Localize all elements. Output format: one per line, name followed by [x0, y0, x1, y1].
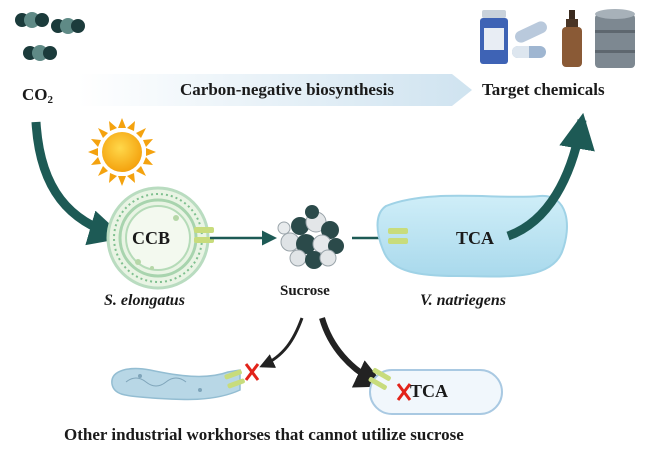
tca-to-target-arrow	[506, 112, 595, 241]
co2-label: CO2	[22, 85, 53, 106]
oil-barrel-icon	[595, 9, 635, 68]
footer-caption: Other industrial workhorses that cannot …	[64, 425, 464, 444]
v-natriegens-label: V. natriegens	[420, 292, 506, 309]
filamentous-cell	[111, 367, 241, 401]
blocked-x-icon	[244, 363, 260, 381]
transporter-icon	[388, 228, 408, 244]
banner-arrow	[78, 74, 472, 106]
blocked-tca-label: TCA	[410, 381, 449, 401]
transporter-icon	[368, 368, 391, 390]
s-elongatus-label: S. elongatus	[104, 292, 185, 309]
dropper-bottle-icon	[562, 10, 582, 67]
rod-cell	[369, 369, 503, 415]
ccb-label: CCB	[132, 228, 171, 248]
blocked-x-icon	[396, 383, 412, 401]
sucrose-label: Sucrose	[280, 283, 330, 299]
sucrose-to-worm-arrow	[259, 317, 304, 368]
transporter-icon	[224, 369, 245, 389]
transporter-icon	[194, 227, 214, 243]
capsule-icon	[512, 21, 547, 58]
pill-bottle-icon	[480, 10, 508, 64]
co2-to-ccb-arrow	[31, 121, 125, 246]
co2-molecule-icon	[15, 12, 85, 61]
sucrose-molecule-icon	[277, 205, 344, 269]
sun-icon	[88, 118, 156, 186]
banner-label: Carbon-negative biosynthesis	[180, 80, 394, 99]
target-chemicals-label: Target chemicals	[482, 80, 605, 99]
v-natriegens-cell	[376, 194, 568, 278]
tca-label: TCA	[456, 228, 495, 248]
sucrose-to-rod-arrow	[319, 317, 386, 388]
